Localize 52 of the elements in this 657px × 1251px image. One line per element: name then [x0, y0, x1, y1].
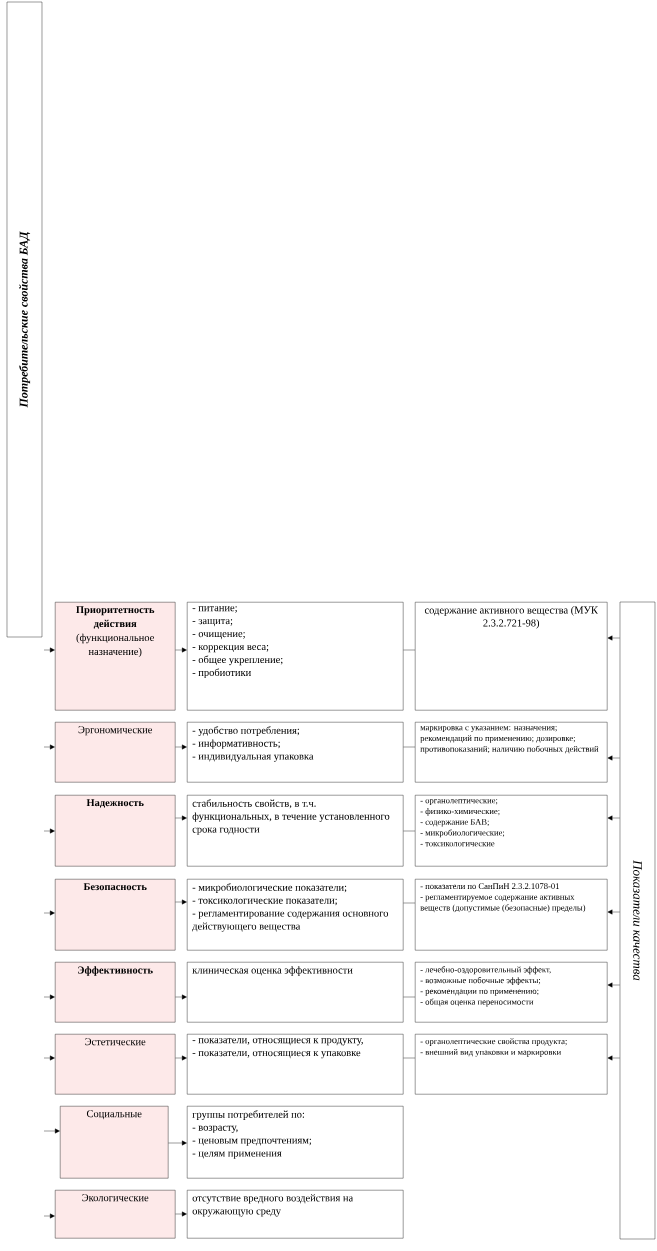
arrow	[607, 755, 620, 761]
arrow	[607, 982, 620, 988]
connector-line	[403, 996, 416, 998]
arrow	[43, 1128, 60, 1134]
connector-line	[403, 902, 416, 904]
property-box: - микробиологические показатели; - токсикологические показатели; - регламентирование содержания основного действующего вещества	[187, 879, 404, 951]
arrow	[607, 815, 620, 821]
arrow	[43, 1213, 55, 1219]
arrow	[175, 815, 187, 821]
category-box: Экологические	[55, 1190, 176, 1239]
arrow	[175, 1055, 187, 1061]
arrow	[175, 647, 187, 653]
side-panel: Показатели качества	[619, 601, 656, 1240]
connector-line	[403, 830, 416, 832]
property-box: клиническая оценка эффективности	[187, 962, 404, 1023]
arrow	[607, 1055, 620, 1061]
indicator-box: - органолептические свойства продукта; - внешний вид упаковки и маркировки	[415, 1034, 608, 1095]
connector-line	[403, 1057, 416, 1059]
arrow	[168, 1140, 187, 1146]
property-box: - удобство потребления; - информативность; - индивидуальная упаковка	[187, 722, 404, 783]
arrow	[43, 744, 55, 750]
arrow	[43, 994, 55, 1000]
arrow	[43, 828, 55, 834]
property-box: отсутствие вредного воздействия на окружающую среду	[187, 1190, 404, 1239]
category-box: Эстетические	[55, 1034, 176, 1095]
connector-line	[403, 746, 416, 748]
property-box: стабильность свойств, в т.ч. функциональных, в течение установленного срока годности	[187, 795, 404, 867]
indicator-box: маркировка с указанием: назначения; рекомендаций по применению; дозировке; противопоказаний; наличию побочных действий	[415, 722, 608, 783]
arrow	[43, 910, 55, 916]
arrow	[175, 899, 187, 905]
category-box: Безопасность	[55, 879, 176, 951]
arrow	[175, 1211, 187, 1217]
connector-line	[403, 649, 416, 651]
category-box: Приоритетность действия (функциональное назначение)	[55, 602, 176, 711]
indicator-box: - органолептические; - физико-химические; - содержание БАВ; - микробиологические; - токсикологические	[415, 795, 608, 867]
category-box: Социальные	[60, 1106, 169, 1179]
arrow	[175, 994, 187, 1000]
indicator-box: - показатели по СанПиН 2.3.2.1078-01 - регламентируемое содержание активных веществ (допустимые (безопасные) пределы)	[415, 879, 608, 951]
property-box: группы потребителей по: - возрасту, - ценовым предпочтениям; - целям применения	[187, 1106, 404, 1179]
arrow	[607, 635, 620, 641]
category-box: Эффективность	[55, 962, 176, 1023]
indicator-box: - лечебно-оздоровительный эффект, - возможные побочные эффекты; - рекомендации по применению; - общая оценка переносимости	[415, 962, 608, 1023]
arrow	[175, 744, 187, 750]
category-box: Эргономические	[55, 722, 176, 783]
arrow	[607, 909, 620, 915]
property-box: - питание; - защита; - очищение; - коррекция веса; - общее укрепление; - пробиотики	[187, 602, 404, 711]
category-box: Надежность	[55, 795, 176, 867]
arrow	[43, 647, 55, 653]
arrow	[43, 1055, 55, 1061]
property-box: - показатели, относящиеся к продукту, - показатели, относящиеся к упаковке	[187, 1034, 404, 1095]
indicator-box: содержание активного вещества (МУК 2.3.2.721-98)	[415, 602, 608, 711]
side-panel: Потребительские свойства БАД	[6, 1, 43, 638]
